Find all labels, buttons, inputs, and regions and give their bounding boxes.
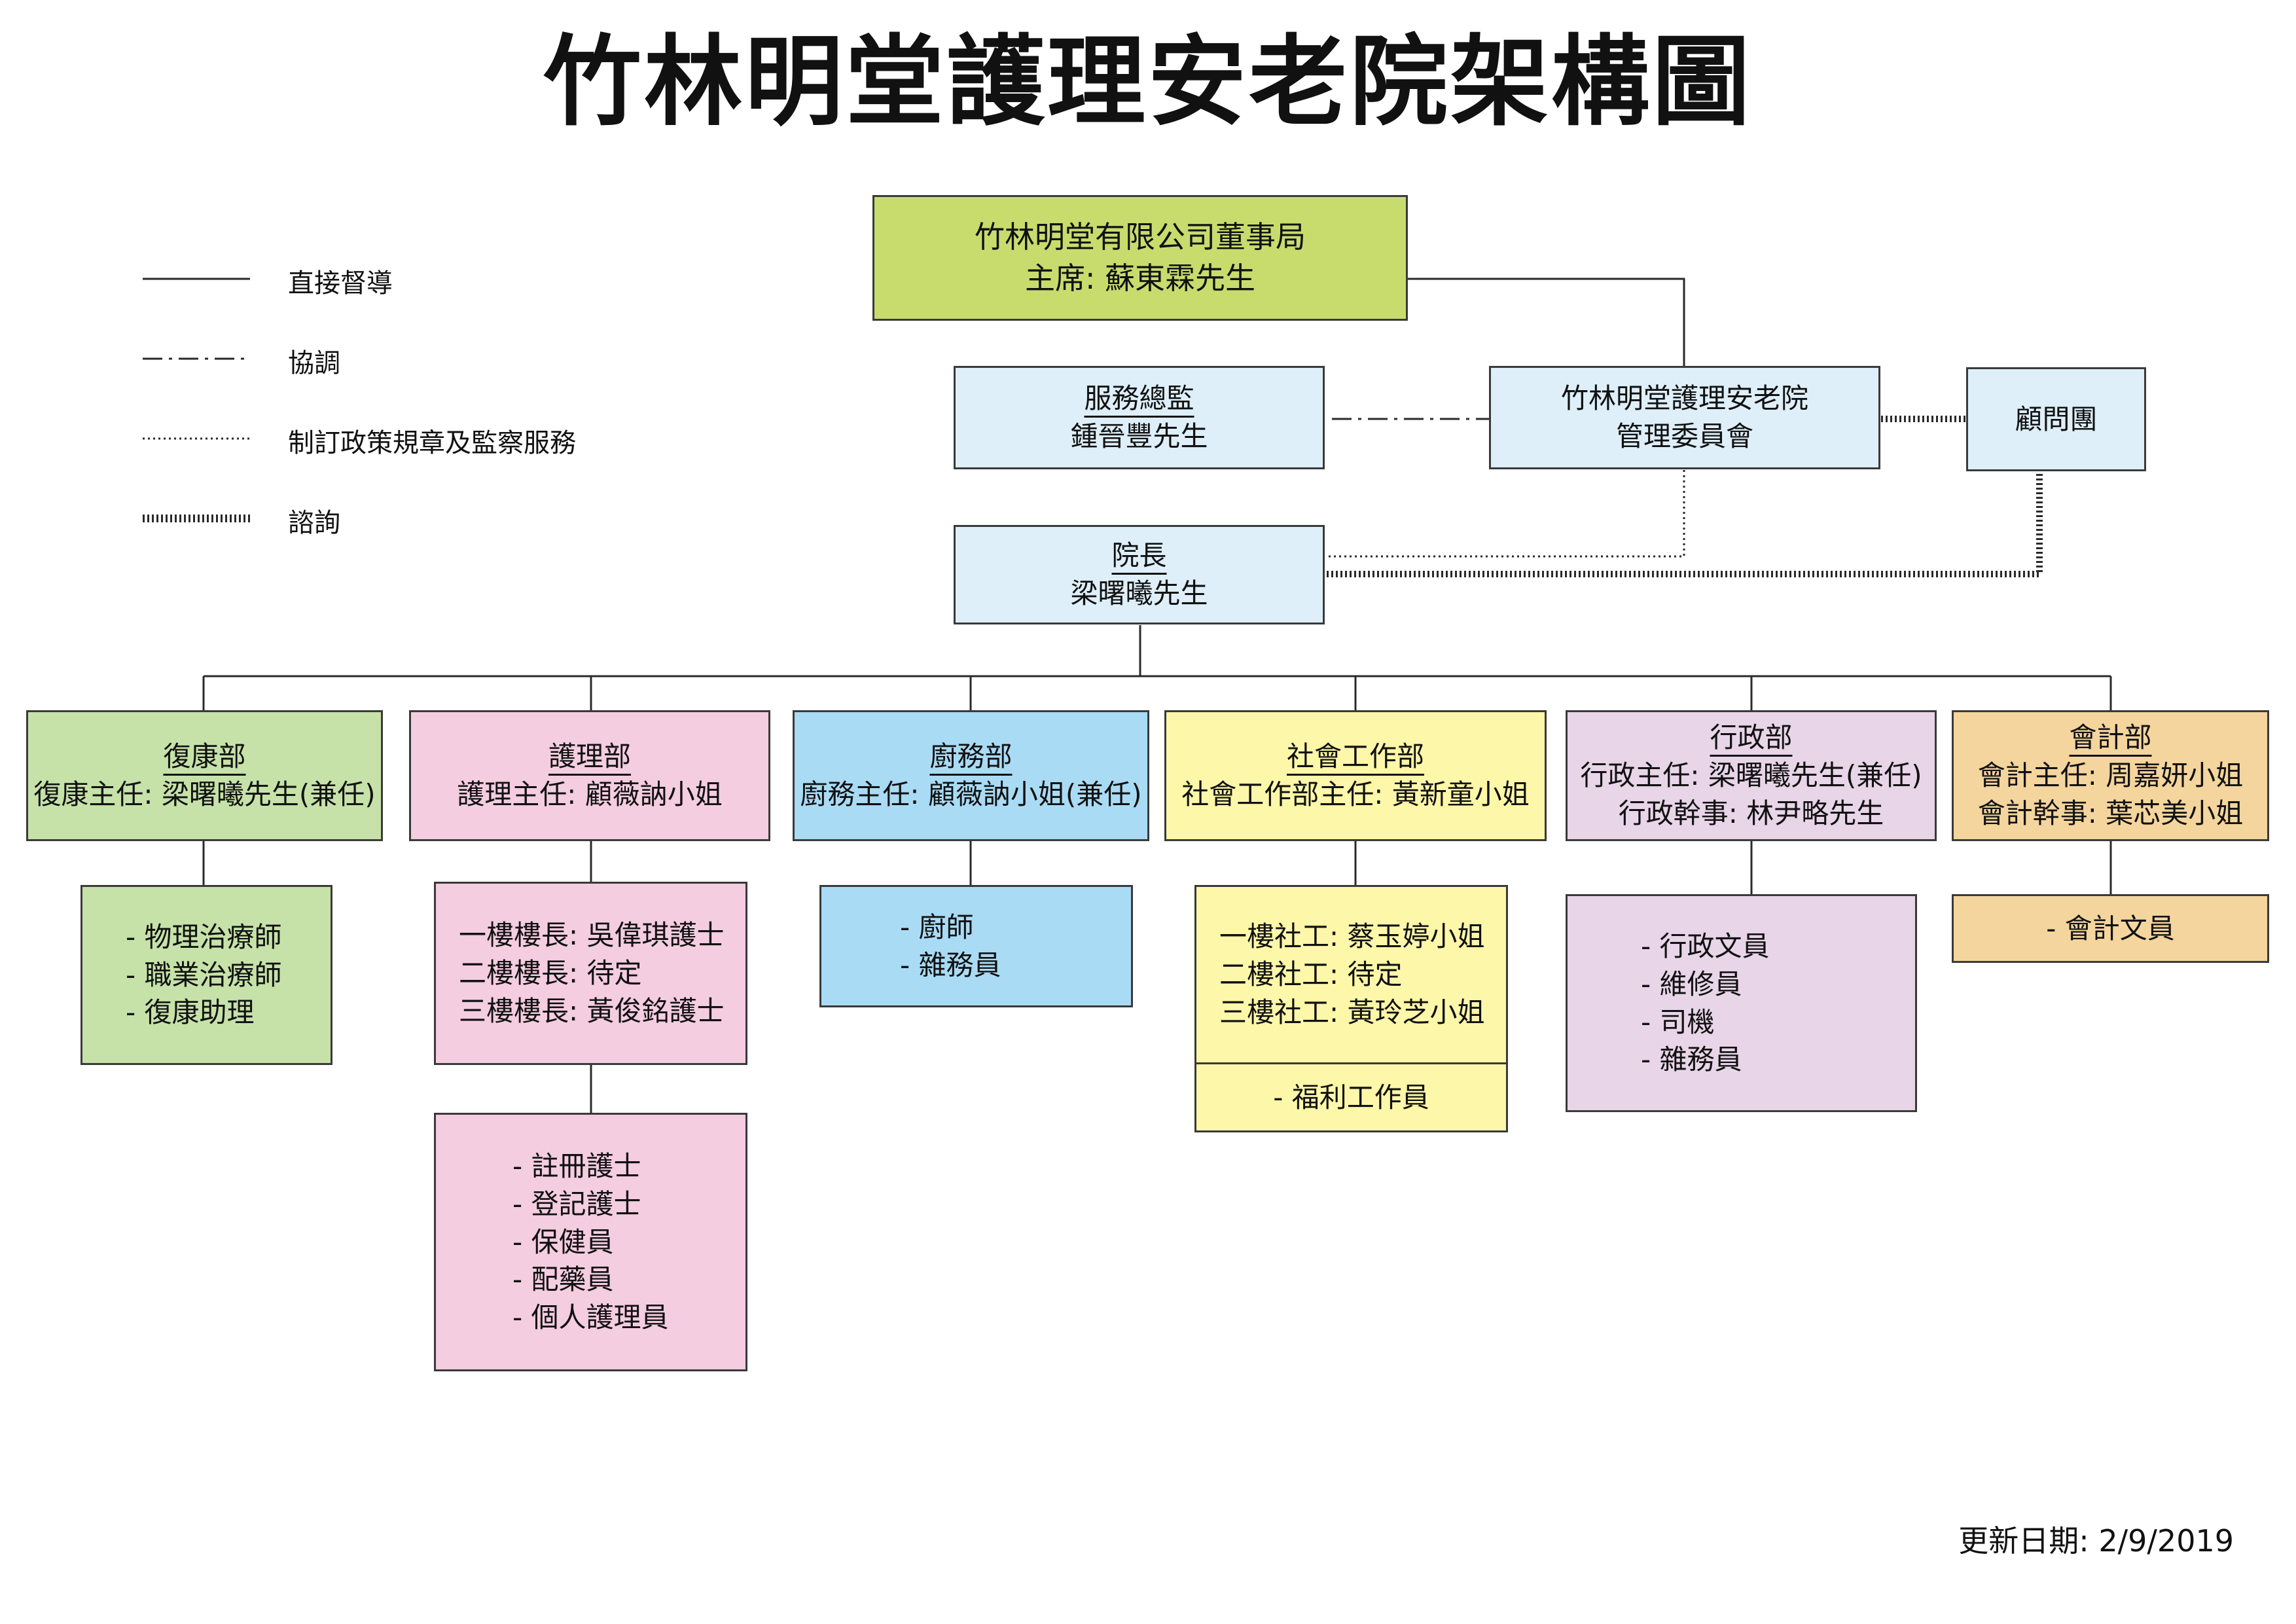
superintendent-person: 梁曙曦先生	[1070, 577, 1208, 609]
dept-social-work-title: 社會工作部	[1286, 740, 1424, 773]
committee-name-line2: 管理委員會	[1615, 420, 1753, 452]
social-work-welfare-box: - 福利工作員	[1194, 1062, 1508, 1132]
list-item: - 會計文員	[2046, 912, 2175, 945]
dept-social-work-head: 社會工作部主任: 黃新童小姐	[1181, 778, 1530, 810]
dept-rehab-head: 復康主任: 梁曙曦先生(兼任)	[33, 778, 376, 810]
list-item: - 註冊護士	[512, 1149, 641, 1182]
advisory-name: 顧問團	[2015, 403, 2098, 435]
list-item: - 職業治療師	[126, 958, 282, 991]
legend-label-policy-monitoring: 制訂政策規章及監察服務	[288, 428, 576, 458]
service-director-title: 服務總監	[1084, 382, 1194, 415]
board-node: 竹林明堂有限公司董事局 主席: 蘇東霖先生	[872, 195, 1408, 321]
superintendent-node: 院長 梁曙曦先生	[954, 525, 1325, 624]
list-item: - 復康助理	[126, 996, 255, 1029]
nursing-staff-box: - 註冊護士 - 登記護士 - 保健員 - 配藥員 - 個人護理員	[434, 1113, 747, 1371]
list-item: - 個人護理員	[512, 1301, 669, 1334]
dept-kitchen-node: 廚務部 廚務主任: 顧薇訥小姐(兼任)	[793, 710, 1149, 841]
dept-accounts-title: 會計部	[2069, 721, 2152, 754]
legend-label-consultation: 諮詢	[288, 508, 340, 538]
board-to-committee-line	[1407, 278, 1685, 366]
dept-admin-title: 行政部	[1710, 721, 1793, 754]
dept-social-work-node: 社會工作部 社會工作部主任: 黃新童小姐	[1164, 710, 1547, 841]
legend-label-coordination: 協調	[288, 348, 340, 378]
dept-kitchen-title: 廚務部	[929, 740, 1013, 773]
update-date: 更新日期: 2/9/2019	[1958, 1523, 2234, 1559]
list-item: - 維修員	[1641, 967, 1742, 1000]
list-item: - 福利工作員	[1273, 1081, 1429, 1113]
list-item: - 配藥員	[512, 1263, 614, 1296]
management-committee-node: 竹林明堂護理安老院 管理委員會	[1489, 366, 1880, 469]
legend-label-direct-supervision: 直接督導	[288, 268, 393, 298]
committee-oversight-line	[1327, 470, 1685, 558]
dept-admin-node: 行政部 行政主任: 梁曙曦先生(兼任) 行政幹事: 林尹略先生	[1566, 710, 1937, 841]
dept-admin-head-2: 行政幹事: 林尹略先生	[1618, 797, 1884, 829]
dept-accounts-node: 會計部 會計主任: 周嘉妍小姐 會計幹事: 葉芯美小姐	[1952, 710, 2269, 841]
list-item: 二樓社工: 待定	[1219, 958, 1403, 991]
dept-nursing-head: 護理主任: 顧薇訥小姐	[457, 778, 723, 810]
advisory-board-node: 顧問團	[1966, 367, 2146, 471]
dept-nursing-title: 護理部	[548, 740, 631, 773]
list-item: 三樓社工: 黃玲芝小姐	[1219, 996, 1485, 1028]
list-item: - 雜務員	[1641, 1043, 1742, 1076]
board-name: 竹林明堂有限公司董事局	[975, 219, 1306, 255]
list-item: 二樓樓長: 待定	[459, 957, 642, 990]
service-director-node: 服務總監 鍾晉豐先生	[954, 366, 1325, 469]
dept-rehab-title: 復康部	[163, 740, 246, 773]
dept-admin-head-1: 行政主任: 梁曙曦先生(兼任)	[1580, 759, 1922, 792]
board-chair: 主席: 蘇東霖先生	[1024, 261, 1256, 296]
admin-staff-box: - 行政文員 - 維修員 - 司機 - 雜務員	[1566, 894, 1917, 1112]
committee-name-line1: 竹林明堂護理安老院	[1560, 382, 1808, 415]
dept-rehab-node: 復康部 復康主任: 梁曙曦先生(兼任)	[26, 710, 383, 841]
accounts-staff-box: - 會計文員	[1952, 894, 2269, 963]
social-work-floor-box: 一樓社工: 蔡玉婷小姐 二樓社工: 待定 三樓社工: 黃玲芝小姐	[1194, 885, 1508, 1064]
dept-accounts-head-1: 會計主任: 周嘉妍小姐	[1977, 759, 2244, 792]
nursing-floor-heads-box: 一樓樓長: 吳偉琪護士 二樓樓長: 待定 三樓樓長: 黃俊銘護士	[434, 882, 747, 1065]
list-item: 一樓樓長: 吳偉琪護士	[459, 919, 725, 952]
list-item: - 雜務員	[900, 948, 1001, 981]
list-item: 一樓社工: 蔡玉婷小姐	[1219, 920, 1485, 953]
list-item: - 登記護士	[512, 1187, 641, 1220]
chart-title: 竹林明堂護理安老院架構圖	[543, 26, 1753, 139]
list-item: - 物理治療師	[126, 920, 282, 953]
list-item: - 行政文員	[1641, 929, 1770, 962]
superintendent-title: 院長	[1111, 539, 1167, 572]
list-item: - 廚師	[900, 911, 974, 943]
kitchen-staff-box: - 廚師 - 雜務員	[819, 885, 1133, 1007]
list-item: 三樓樓長: 黃俊銘護士	[459, 994, 725, 1027]
dept-nursing-node: 護理部 護理主任: 顧薇訥小姐	[409, 710, 770, 841]
list-item: - 司機	[1641, 1005, 1715, 1038]
advisory-consult-line	[1327, 474, 2043, 577]
dept-accounts-head-2: 會計幹事: 葉芯美小姐	[1977, 797, 2244, 829]
rehab-staff-box: - 物理治療師 - 職業治療師 - 復康助理	[81, 885, 332, 1065]
service-director-person: 鍾晉豐先生	[1070, 420, 1208, 452]
dept-kitchen-head: 廚務主任: 顧薇訥小姐(兼任)	[800, 778, 1142, 810]
list-item: - 保健員	[512, 1225, 614, 1258]
